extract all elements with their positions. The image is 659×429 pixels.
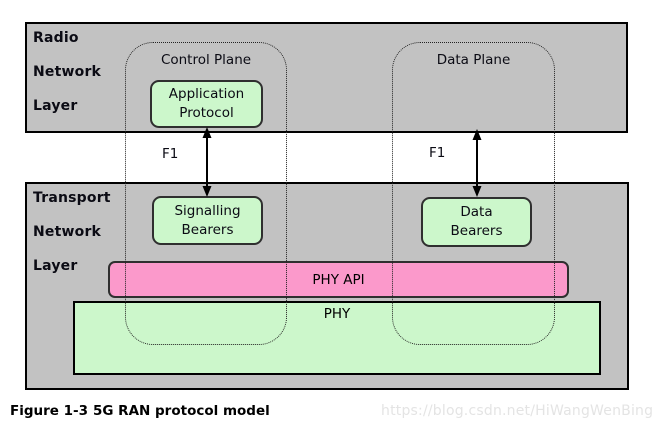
phy-box: PHY <box>73 301 601 375</box>
control-plane-region: Control Plane <box>125 42 287 345</box>
f1-label-data: F1 <box>429 145 446 161</box>
signalling-bearers-box: Signalling Bearers <box>152 196 263 245</box>
data-plane-label: Data Plane <box>436 52 511 68</box>
phy-api-bar: PHY API <box>108 261 569 298</box>
phy-label: PHY <box>323 306 351 322</box>
figure-number: Figure 1-3 <box>10 403 89 419</box>
data-plane-region: Data Plane <box>392 42 555 345</box>
figure-title: 5G RAN protocol model <box>93 403 270 419</box>
data-bearers-box: Data Bearers <box>421 197 532 247</box>
radio-network-layer-label: Radio Network Layer <box>33 30 102 114</box>
watermark-text: https://blog.csdn.net/HiWangWenBing <box>381 403 654 419</box>
f1-label-control: F1 <box>162 146 179 162</box>
application-protocol-box: Application Protocol <box>150 80 263 128</box>
control-plane-label: Control Plane <box>160 52 252 68</box>
transport-network-layer-label: Transport Network Layer <box>33 190 111 274</box>
